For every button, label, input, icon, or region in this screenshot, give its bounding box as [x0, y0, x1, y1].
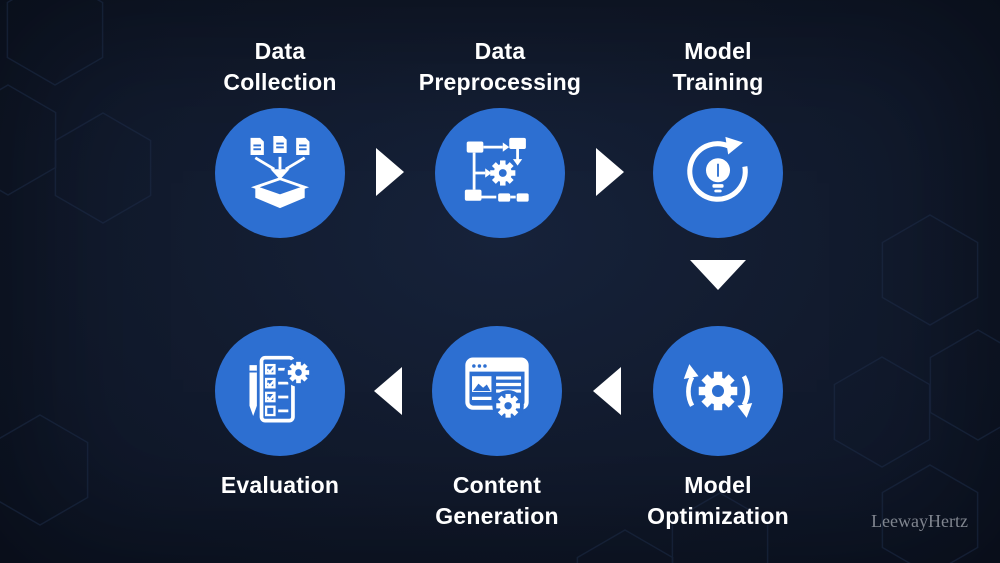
watermark: LeewayHertz	[871, 511, 968, 531]
evaluation-circle	[215, 326, 345, 456]
step-content-generation: Content Generation	[387, 326, 607, 532]
step-evaluation: Evaluation	[170, 326, 390, 501]
step-label: Model Optimization	[647, 472, 789, 529]
flow-arrow-down	[690, 260, 746, 290]
flow-arrow-right-1	[376, 148, 404, 196]
model-training-icon	[687, 136, 748, 202]
evaluation-icon	[249, 355, 313, 423]
model-training-circle	[653, 108, 783, 238]
content-generation-icon	[465, 357, 529, 422]
step-label: Data Collection	[223, 38, 337, 95]
step-data-collection: Data Collection	[170, 36, 390, 238]
data-collection-icon	[250, 135, 310, 209]
step-data-preprocessing: Data Preprocessing	[390, 36, 610, 238]
flow-arrow-right-2	[596, 148, 624, 196]
step-label: Data Preprocessing	[418, 38, 582, 95]
step-model-training: Model Training	[608, 36, 828, 238]
model-optimization-circle	[653, 326, 783, 456]
step-model-optimization: Model Optimization	[608, 326, 828, 532]
step-label: Content Generation	[435, 472, 559, 529]
data-preprocessing-icon	[464, 137, 529, 202]
content-generation-circle	[432, 326, 562, 456]
data-preprocessing-circle	[435, 108, 565, 238]
flow-arrow-left-2	[593, 367, 621, 415]
data-collection-circle	[215, 108, 345, 238]
model-optimization-icon	[683, 364, 753, 418]
step-label: Evaluation	[220, 472, 340, 498]
step-label: Model Training	[672, 38, 764, 95]
flow-arrow-left-1	[374, 367, 402, 415]
